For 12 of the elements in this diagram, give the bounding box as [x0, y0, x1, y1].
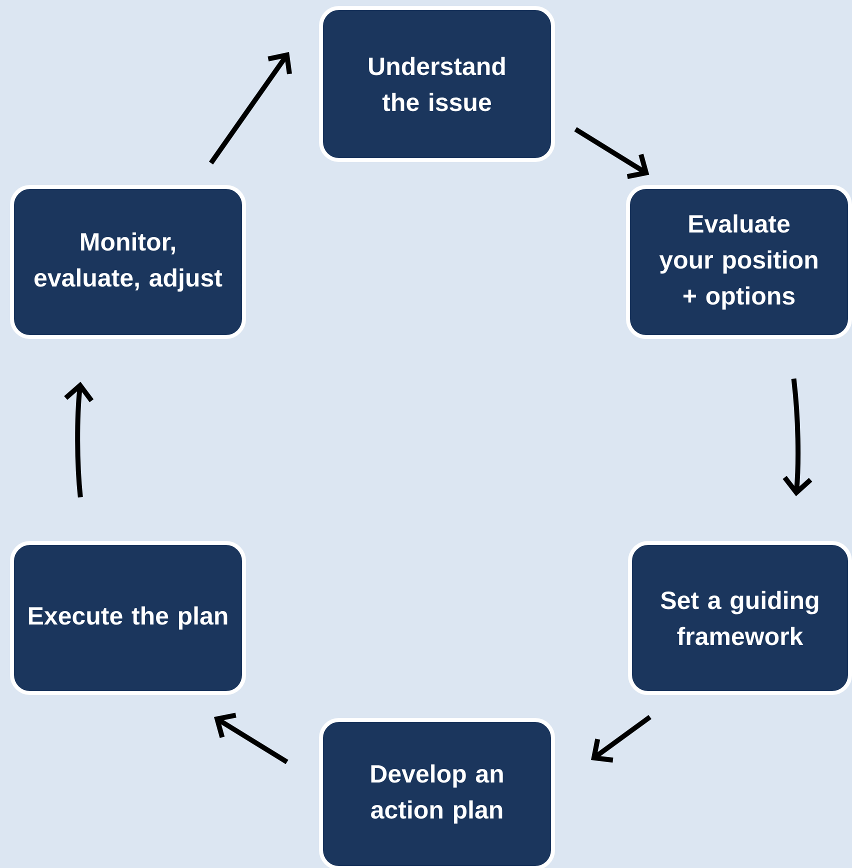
arrow: [782, 378, 812, 496]
arrow: [574, 127, 650, 180]
process-box: Execute the plan: [10, 541, 246, 695]
process-box: Evaluate your position + options: [626, 185, 852, 339]
arrow: [208, 52, 292, 164]
process-box: Set a guiding framework: [628, 541, 852, 695]
process-box: Develop an action plan: [319, 718, 555, 868]
arrow: [591, 714, 652, 763]
process-box: Understand the issue: [319, 6, 555, 162]
arrow: [64, 382, 94, 498]
process-box: Monitor, evaluate, adjust: [10, 185, 246, 339]
arrow: [214, 712, 288, 764]
